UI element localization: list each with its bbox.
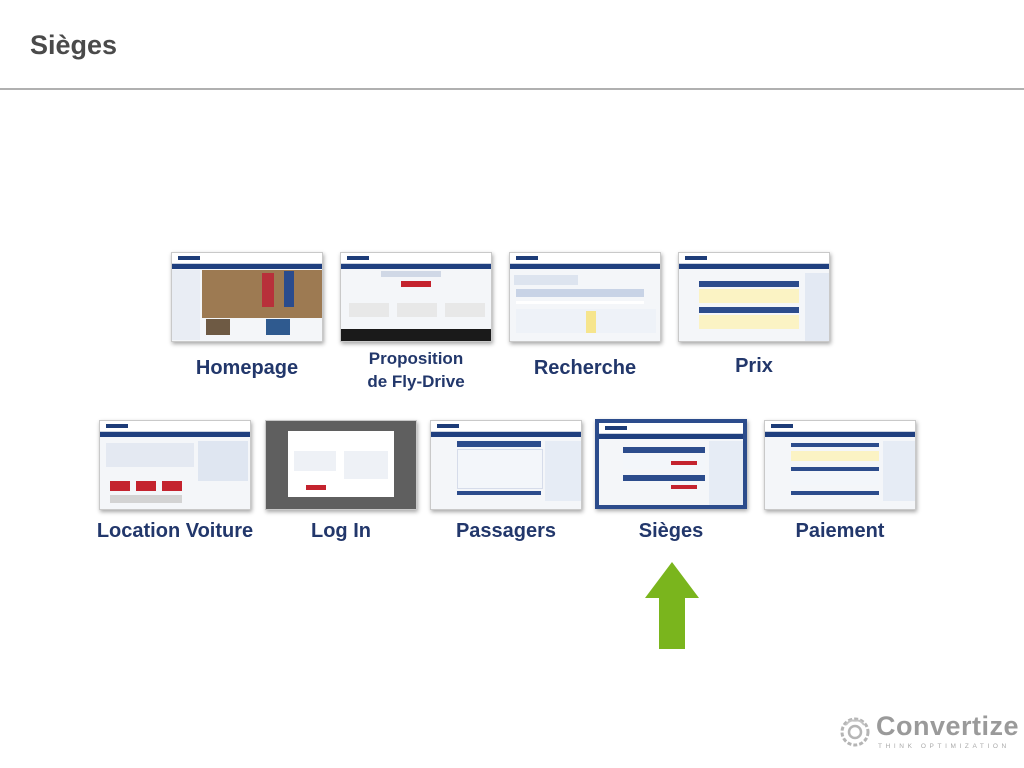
step-label: Homepage: [195, 357, 299, 379]
brand-tagline: THINK OPTIMIZATION: [878, 743, 1010, 750]
step-homepage[interactable]: Homepage: [171, 252, 323, 379]
step-label: Prix: [735, 355, 773, 377]
recherche-thumbnail[interactable]: [509, 252, 661, 342]
step-label: Recherche: [533, 357, 637, 379]
step-label: Location Voiture: [96, 520, 254, 542]
prix-thumbnail[interactable]: [678, 252, 830, 342]
passagers-thumbnail[interactable]: [430, 420, 582, 510]
step-label: Log In: [311, 520, 371, 542]
homepage-thumbnail[interactable]: [171, 252, 323, 342]
step-label: Passagers: [455, 520, 557, 542]
slide-title: Sièges: [30, 30, 118, 60]
up-arrow-icon: [645, 562, 699, 649]
location-voiture-thumbnail[interactable]: [99, 420, 251, 510]
brain-gear-icon: [840, 717, 870, 747]
step-sieges[interactable]: Sièges: [595, 419, 747, 542]
paiement-thumbnail[interactable]: [764, 420, 916, 510]
step-fly-drive[interactable]: Proposition de Fly-Drive: [340, 252, 492, 391]
fly-drive-thumbnail[interactable]: [340, 252, 492, 342]
step-prix[interactable]: Prix: [678, 252, 830, 377]
convertize-logo: Convertize THINK OPTIMIZATION: [838, 711, 1019, 751]
title-divider: [0, 88, 1024, 90]
log-in-thumbnail[interactable]: [265, 420, 417, 510]
brand-name: Convertize: [876, 711, 1020, 741]
step-recherche[interactable]: Recherche: [509, 252, 661, 379]
step-label: Sièges: [638, 520, 704, 542]
step-paiement[interactable]: Paiement: [764, 420, 916, 542]
step-passagers[interactable]: Passagers: [430, 420, 582, 542]
step-label: Paiement: [795, 520, 885, 542]
step-location-voiture[interactable]: Location Voiture: [97, 420, 253, 542]
sieges-thumbnail[interactable]: [595, 419, 747, 509]
step-log-in[interactable]: Log In: [265, 420, 417, 542]
step-label: Proposition de Fly-Drive: [367, 349, 465, 391]
